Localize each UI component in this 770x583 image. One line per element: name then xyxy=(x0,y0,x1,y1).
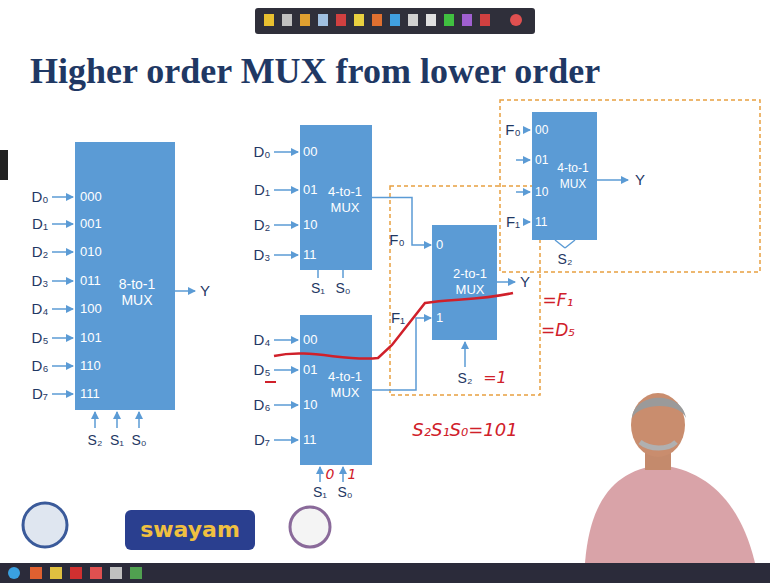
institute-logo xyxy=(23,503,67,547)
signal-name: D₀ xyxy=(253,143,270,161)
logo-text: swayam xyxy=(140,521,240,539)
signal-name: D₁ xyxy=(32,215,48,233)
signal-name: F₁ xyxy=(506,213,520,231)
mux-box: 00 01 10 11 4-to-1 MUX xyxy=(532,112,597,240)
mux-box: 00 01 10 11 4-to-1 MUX xyxy=(300,125,372,270)
signal-name: D₆ xyxy=(32,357,49,375)
ink-note: =1 xyxy=(483,369,507,387)
signal-name: S₂ xyxy=(88,431,103,449)
ink-note: S₂S₁S₀=101 xyxy=(412,421,517,439)
select-code: 1 xyxy=(436,310,443,326)
select-code: 0 xyxy=(436,237,443,253)
select-code: 10 xyxy=(303,397,317,413)
mux-name: 8-to-1 MUX xyxy=(108,276,166,308)
ink-underline xyxy=(265,381,276,383)
signal-name: F₀ xyxy=(389,231,404,249)
signal-name: D₅ xyxy=(254,361,271,379)
signal-name: S₁ xyxy=(110,431,124,449)
signal-name: S₁ xyxy=(313,483,327,501)
signal-name: F₀ xyxy=(505,121,520,139)
signal-name: S₀ xyxy=(335,279,350,297)
mux-name: 2-to-1 MUX xyxy=(448,266,492,298)
select-code: 011 xyxy=(80,273,101,289)
select-code: 001 xyxy=(80,216,102,232)
signal-name: Y xyxy=(520,273,530,291)
select-code: 10 xyxy=(535,184,548,200)
select-code: 00 xyxy=(303,332,317,348)
slide-title: Higher order MUX from lower order xyxy=(30,50,600,92)
signal-name: D₃ xyxy=(254,246,271,264)
mux-name: 4-to-1 MUX xyxy=(553,160,593,192)
signal-name: Y xyxy=(200,282,210,300)
mux-box: 00 01 10 11 4-to-1 MUX xyxy=(300,315,372,465)
mux-name: 4-to-1 MUX xyxy=(324,369,366,401)
signal-name: S₀ xyxy=(337,483,352,501)
select-code: 11 xyxy=(535,214,547,230)
signal-name: D₂ xyxy=(32,243,49,261)
select-code: 01 xyxy=(535,152,548,168)
taskbar-icons xyxy=(8,567,142,579)
mux-box: 000 001 010 011 100 101 110 111 8-to-1 MUX xyxy=(75,142,175,410)
signal-name: D₁ xyxy=(254,181,270,199)
presenter-photo xyxy=(585,393,755,563)
edge-mark xyxy=(0,150,8,180)
select-code: 101 xyxy=(80,330,102,346)
signal-name: S₀ xyxy=(131,431,146,449)
signal-name: D₂ xyxy=(254,216,271,234)
signal-name: Y xyxy=(635,171,645,189)
ink-note: 1 xyxy=(348,465,357,483)
signal-name: S₂ xyxy=(558,250,573,268)
select-code: 01 xyxy=(303,182,317,198)
nptel-logo xyxy=(290,507,330,547)
select-code: 010 xyxy=(80,244,102,260)
signal-name: D₇ xyxy=(32,385,48,403)
pen-toolbar xyxy=(255,8,535,34)
toolbar-icons xyxy=(264,14,522,26)
ink-note: =D₅ xyxy=(541,321,575,339)
signal-name: D₄ xyxy=(32,300,49,318)
signal-name: S₁ xyxy=(311,279,325,297)
signal-name: D₀ xyxy=(31,188,48,206)
select-code: 111 xyxy=(80,386,100,402)
select-code: 00 xyxy=(303,144,317,160)
taskbar xyxy=(0,563,770,583)
signal-name: D₆ xyxy=(254,396,271,414)
signal-name: D₅ xyxy=(32,329,49,347)
select-code: 11 xyxy=(303,247,317,263)
swayam-logo xyxy=(125,510,255,550)
signal-name: S₂ xyxy=(458,369,473,387)
signal-name: D₃ xyxy=(32,272,49,290)
signal-name: D₇ xyxy=(254,431,270,449)
ink-note: 0 xyxy=(326,465,335,483)
ink-note: =F₁ xyxy=(543,291,574,309)
select-code: 100 xyxy=(80,301,102,317)
select-code: 000 xyxy=(80,189,102,205)
signal-name: F₁ xyxy=(391,309,405,327)
mux-name: 4-to-1 MUX xyxy=(324,184,366,216)
select-code: 11 xyxy=(303,432,317,448)
signal-name: D₄ xyxy=(254,331,271,349)
select-code: 110 xyxy=(80,358,101,374)
select-code: 00 xyxy=(535,122,548,138)
dashed-group xyxy=(500,100,760,272)
select-code: 01 xyxy=(303,362,317,378)
mux-box: 0 1 2-to-1 MUX xyxy=(432,225,497,340)
select-code: 10 xyxy=(303,217,317,233)
